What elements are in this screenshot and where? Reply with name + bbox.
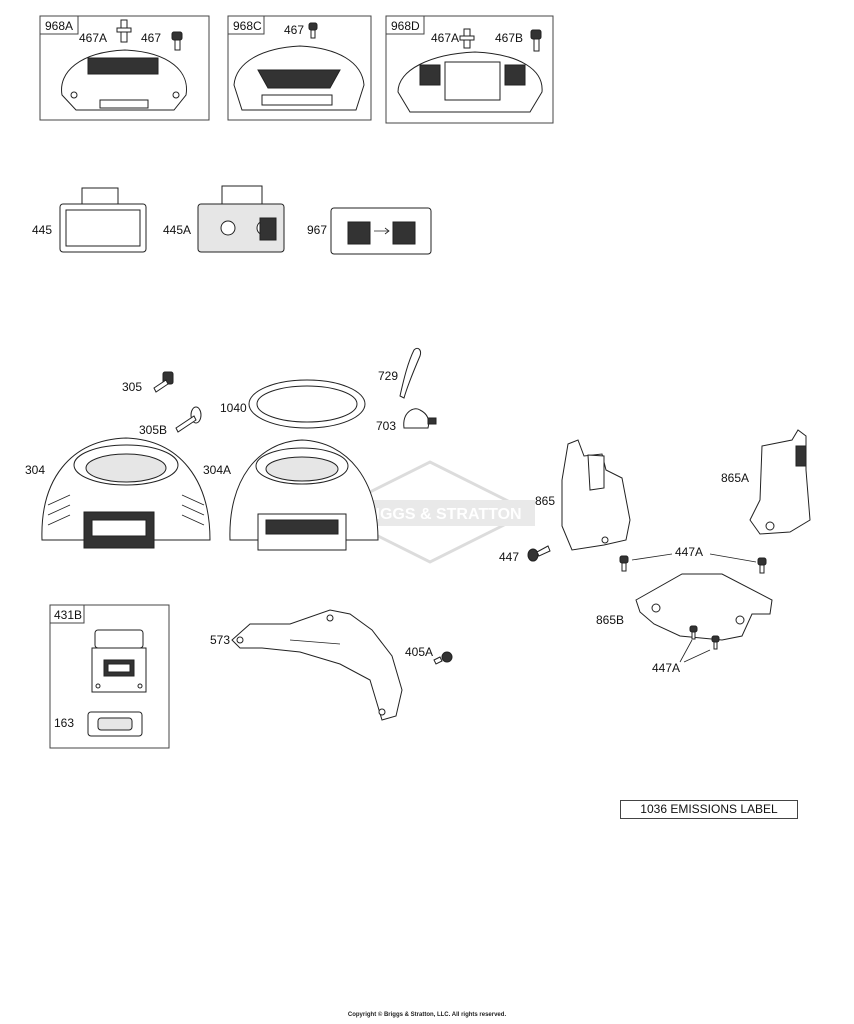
label-445: 445 <box>32 223 52 237</box>
baffle-865b: 865B <box>596 573 773 641</box>
screw-447: 447 <box>499 545 551 564</box>
label-467a-d: 467A <box>431 31 459 45</box>
label-865b: 865B <box>596 613 624 627</box>
label-447a-upper: 447A <box>675 545 703 559</box>
label-304a: 304A <box>203 463 231 477</box>
copyright-text: Copyright © Briggs & Stratton, LLC. All … <box>347 1012 507 1018</box>
label-1040: 1040 <box>220 401 247 415</box>
label-968c: 968C <box>233 19 262 33</box>
screw-467 <box>171 31 183 51</box>
intake-431b <box>91 629 147 693</box>
label-305: 305 <box>122 380 142 394</box>
shroud-968c <box>233 45 365 111</box>
watermark-text: BRIGGS & STRATTON <box>352 506 521 523</box>
label-573: 573 <box>210 633 230 647</box>
label-968a: 968A <box>45 19 73 33</box>
label-467a: 467A <box>79 31 107 45</box>
baffle-865: 865 <box>535 439 631 551</box>
label-729: 729 <box>378 369 398 383</box>
filter-445: 445 <box>32 187 147 253</box>
label-405a: 405A <box>405 645 433 659</box>
screw-305b: 305B <box>139 406 202 437</box>
kit-968d: 968D 467A 467B <box>385 15 554 124</box>
label-967: 967 <box>307 223 327 237</box>
label-445a: 445A <box>163 223 191 237</box>
label-305b: 305B <box>139 423 167 437</box>
kit-431b: 431B 163 <box>49 604 170 749</box>
screw-467a <box>116 19 132 43</box>
kit-968c: 968C 467 <box>227 15 372 121</box>
label-447: 447 <box>499 550 519 564</box>
screw-467-c <box>308 22 318 39</box>
label-431b: 431B <box>54 608 82 622</box>
baffle-865a: 865A <box>721 429 811 535</box>
screw-467a-d <box>459 28 475 49</box>
label-703: 703 <box>376 419 396 433</box>
label-467b: 467B <box>495 31 523 45</box>
kit-968a: 968A 467A 467 <box>39 15 210 121</box>
label-304: 304 <box>25 463 45 477</box>
label-968d: 968D <box>391 19 420 33</box>
label-447a-lower: 447A <box>652 661 680 675</box>
screws-447a-lower: 447A <box>652 625 720 675</box>
gasket-163 <box>87 711 143 737</box>
shroud-968d <box>397 51 543 113</box>
label-467: 467 <box>141 31 161 45</box>
bolt-305: 305 <box>122 371 174 394</box>
blower-housing-304a: 304A <box>203 439 379 551</box>
label-467-c: 467 <box>284 23 304 37</box>
filter-967: 967 <box>307 207 432 255</box>
screw-405a: 405A <box>405 645 453 665</box>
label-865a: 865A <box>721 471 749 485</box>
emissions-label-box: 1036 EMISSIONS LABEL <box>620 800 798 819</box>
clamp-703: 703 <box>376 408 437 433</box>
shroud-968a <box>61 49 187 111</box>
screws-447a-upper: 447A <box>619 545 767 574</box>
screw-467b <box>530 29 542 52</box>
label-163: 163 <box>54 716 74 730</box>
label-865: 865 <box>535 494 555 508</box>
blower-housing-304: 304 <box>25 437 211 549</box>
backplate-573: 573 <box>210 609 403 721</box>
filter-445a: 445A <box>163 185 285 253</box>
screen-1040: 1040 <box>220 379 366 429</box>
clip-729: 729 <box>378 347 421 399</box>
